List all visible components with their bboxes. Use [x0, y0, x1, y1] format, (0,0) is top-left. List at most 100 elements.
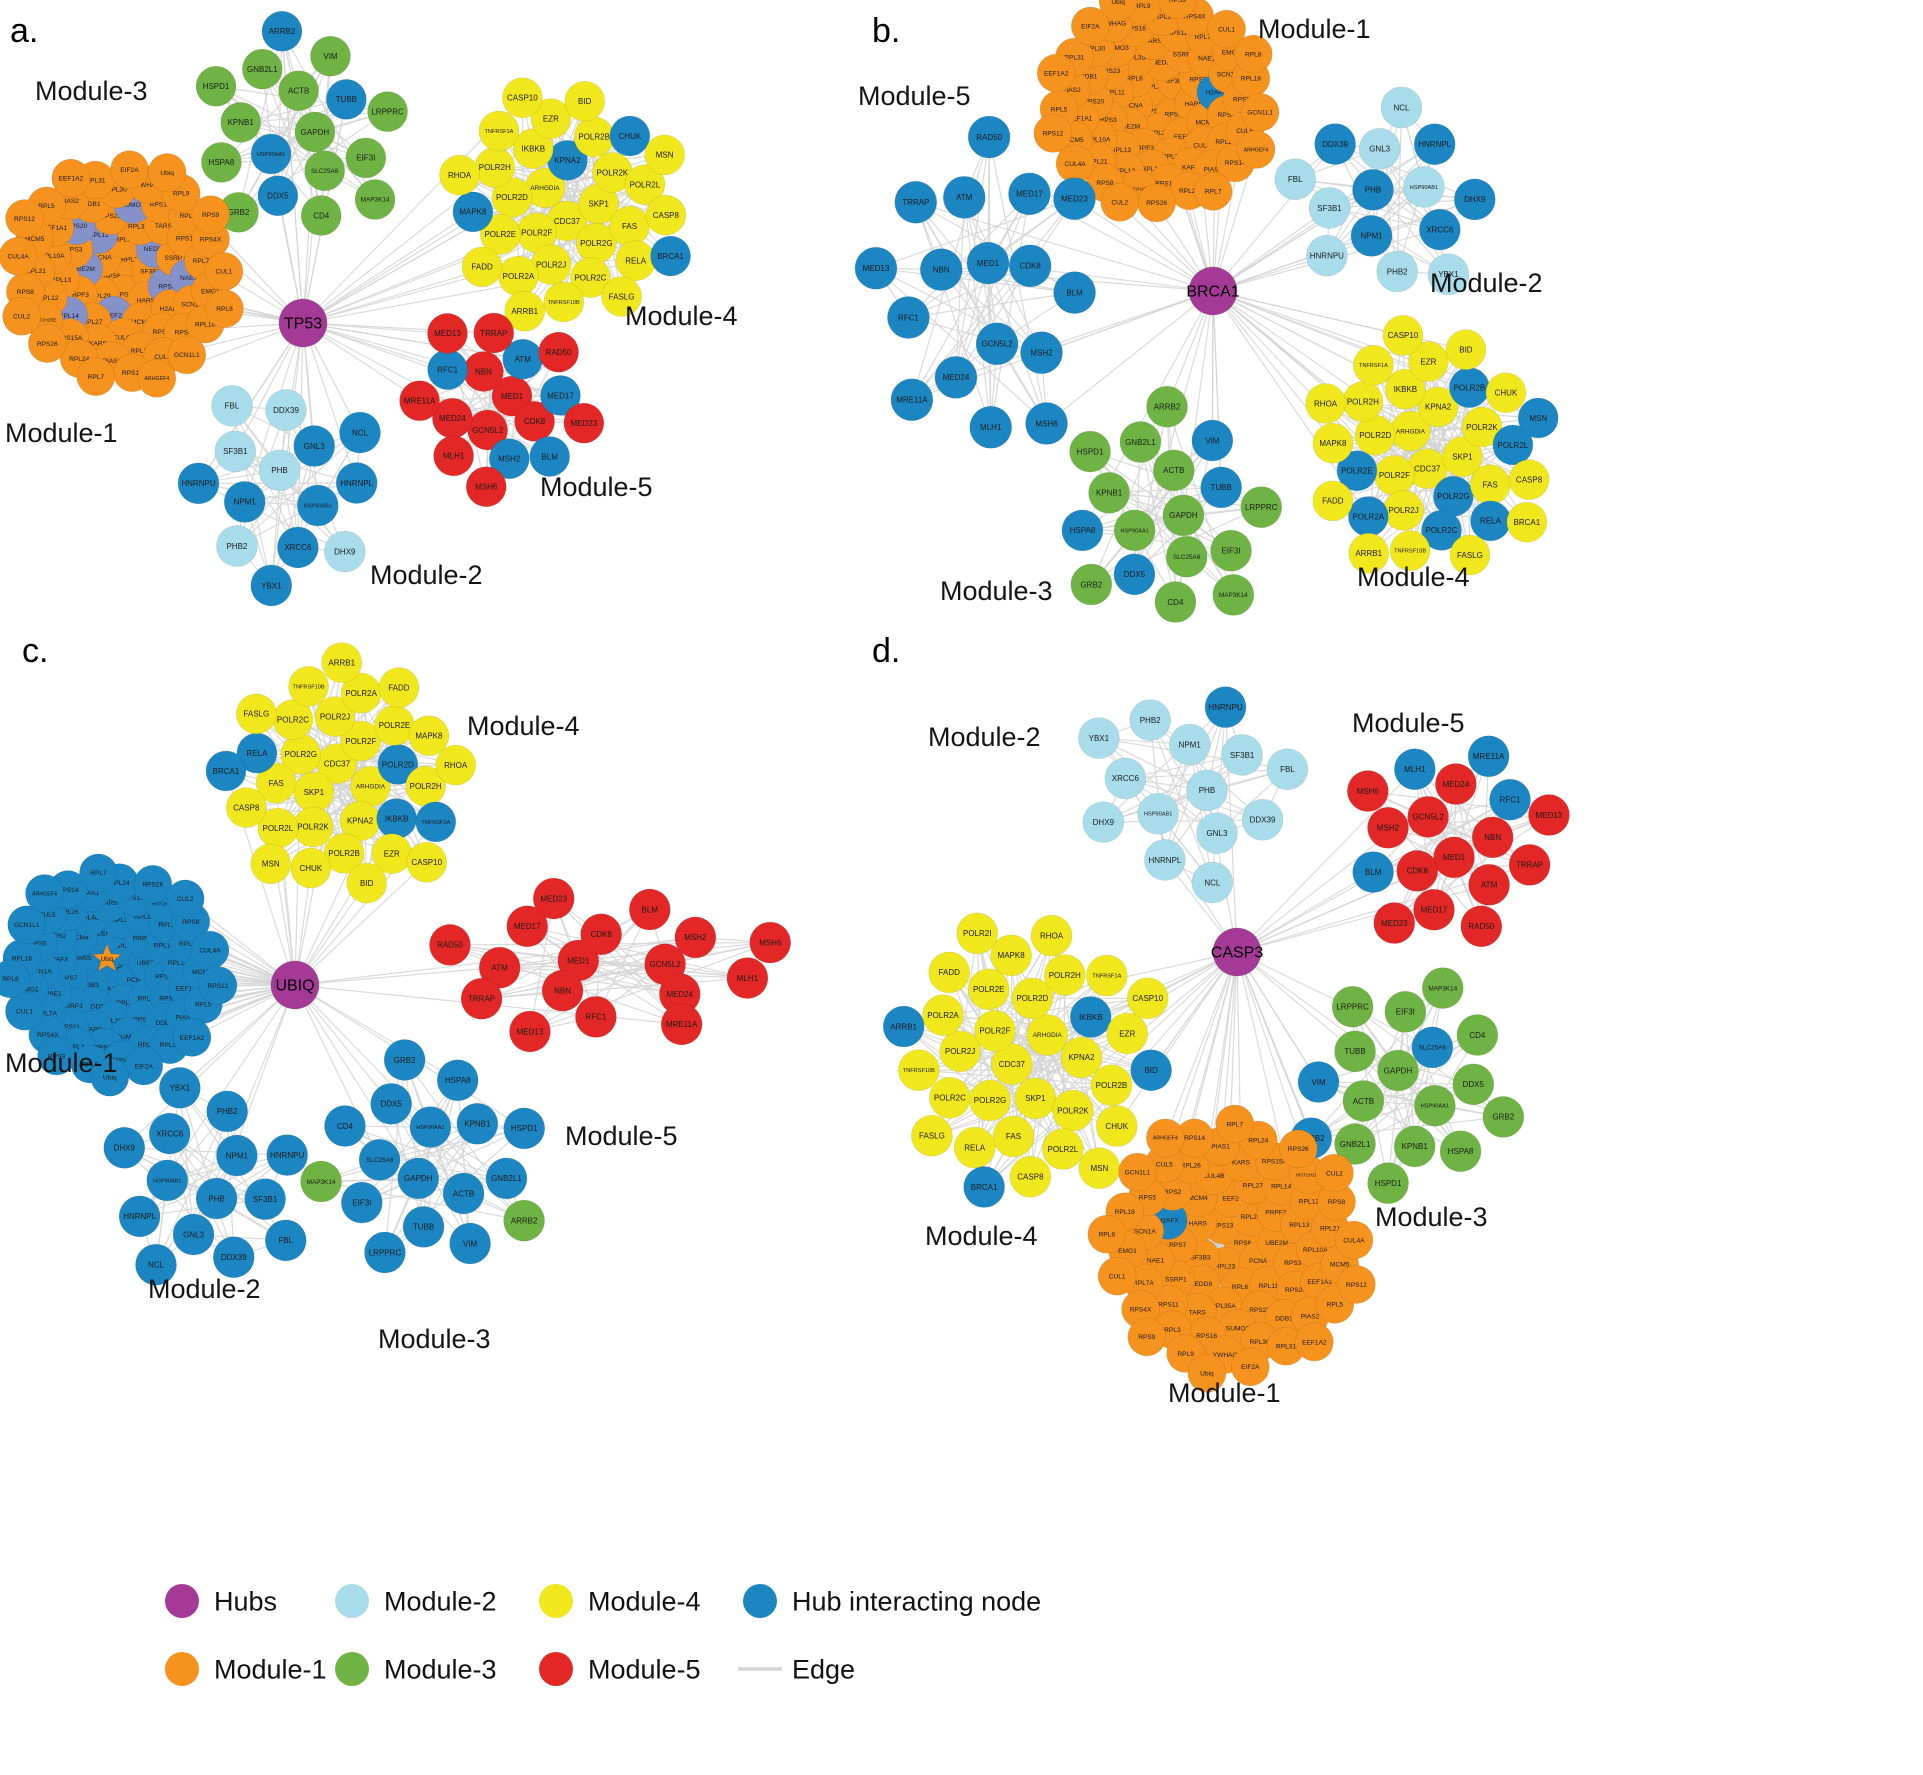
gene-node: [1008, 244, 1052, 288]
gene-label: ARRB1: [328, 658, 355, 667]
edge: [220, 55, 331, 163]
gene-label: CUL4A: [1064, 161, 1086, 168]
gene-label: TNFRSF10B: [548, 300, 580, 306]
gene-label: EZR: [1420, 357, 1436, 366]
gene-label: RPL3: [1164, 1327, 1181, 1334]
gene-label: SUMO3: [121, 202, 145, 209]
gene-label: MCM5: [25, 236, 45, 243]
gene-label: TNFRSF1A: [485, 129, 514, 135]
gene-label: RPL7: [1227, 1121, 1244, 1128]
gene-node: [354, 179, 396, 220]
gene-label: MRE11A: [1473, 752, 1505, 761]
gene-node: [28, 324, 67, 363]
legend-label: Module-2: [384, 1586, 497, 1616]
gene-node: [1348, 532, 1389, 574]
gene-node: [1200, 466, 1242, 509]
gene-node: [177, 462, 220, 505]
gene-label: RPS6: [1144, 108, 1162, 115]
gene-label: EEF2: [105, 312, 122, 319]
gene-node: [1506, 501, 1548, 543]
panel-nodes: PHBHSP90AB1NPM1GNL3XRCC6SF3B1HNRNPLPHB2D…: [872, 632, 1570, 1408]
gene-node: [1358, 128, 1401, 170]
gene-label: POLR2A: [345, 689, 377, 698]
edge: [457, 1080, 471, 1244]
gene-label: HNRNPL: [1418, 140, 1451, 149]
gene-label: HARS: [1189, 1221, 1208, 1228]
edge: [302, 255, 671, 324]
gene-label: SUMO3: [1105, 45, 1129, 52]
gene-label: FASLG: [919, 1132, 945, 1141]
gene-label: CUL4B: [1193, 142, 1215, 149]
gene-label: RPL24: [1179, 188, 1199, 195]
gene-label: MCM5: [1330, 1262, 1350, 1269]
gene-label: RAD50: [546, 348, 572, 357]
gene-node: [1352, 168, 1394, 211]
gene-label: RPS5: [1233, 97, 1251, 104]
gene-label: RPS14: [122, 370, 143, 377]
gene-label: RPS12: [14, 216, 35, 223]
gene-label: RPL5: [1051, 107, 1068, 114]
gene-label: SLC25A6: [366, 1157, 394, 1164]
gene-label: RPL14: [59, 313, 79, 320]
edge: [955, 193, 1031, 378]
gene-label: RPS2: [152, 329, 170, 336]
gene-label: RPL31: [1064, 54, 1084, 61]
gene-node: [1088, 472, 1130, 514]
gene-label: BLM: [1066, 288, 1083, 297]
gene-node: [1212, 574, 1255, 616]
gene-label: MCM4: [131, 319, 151, 326]
gene-label: CUL4A: [199, 947, 221, 954]
gene-label: CASP10: [411, 858, 442, 867]
edge: [875, 267, 1047, 424]
edge: [302, 211, 474, 324]
gene-node: [975, 322, 1019, 366]
gene-label: CUL4A: [7, 254, 29, 261]
gene-node: [326, 79, 367, 120]
module-label: Module-3: [35, 76, 148, 106]
gene-label: GCN1L1: [1247, 110, 1273, 117]
gene-label: FASLG: [1457, 551, 1483, 560]
gene-node: [1403, 166, 1445, 208]
gene-node: [1380, 86, 1423, 129]
gene-label: MED23: [1381, 919, 1408, 928]
gene-label: GAPDH: [301, 128, 330, 137]
gene-label: MED23: [1061, 195, 1088, 204]
gene-label: GCN5L2: [472, 426, 504, 435]
gene-label: SKP1: [1025, 1094, 1046, 1103]
gene-label: ACTB: [1353, 1097, 1374, 1106]
gene-label: MAPK8: [459, 208, 487, 217]
gene-label: RPS20: [1083, 99, 1104, 106]
gene-label: RPS11: [1167, 30, 1188, 37]
gene-label: POLR2F: [979, 1027, 1010, 1036]
gene-label: EIF2A: [120, 167, 139, 174]
gene-node: [1453, 178, 1496, 221]
gene-label: NBN: [933, 265, 950, 274]
gene-label: POLR2G: [1437, 492, 1469, 501]
gene-label: CASP10: [1388, 331, 1419, 340]
module-label: Module-2: [928, 722, 1041, 752]
gene-node: [1308, 187, 1351, 229]
gene-label: HSPA8: [445, 1076, 471, 1085]
gene-label: MRE11A: [666, 1020, 698, 1029]
gene-label: VIM: [323, 52, 338, 61]
gene-label: DDB1: [1080, 73, 1098, 80]
gene-label: RPS9: [1169, 0, 1187, 4]
gene-label: VIM: [1205, 436, 1220, 445]
gene-label: RPL35A: [1125, 54, 1150, 61]
gene-node: [1427, 253, 1470, 296]
edge: [302, 56, 332, 324]
gene-label: GRB2: [1080, 580, 1102, 589]
gene-label: YBX1: [1089, 734, 1110, 743]
legend-swatch-module-2: [335, 1584, 369, 1618]
gene-node: [1417, 386, 1459, 428]
gene-label: RPS7: [158, 283, 176, 290]
gene-node: [1113, 509, 1156, 552]
gene-label: LRPPRC: [371, 107, 404, 116]
gene-label: RPL11: [1105, 89, 1125, 96]
gene-label: POLR2K: [597, 168, 629, 177]
gene-node: [0, 236, 38, 276]
gene-label: RPL27: [82, 319, 102, 326]
gene-label: CUL5: [154, 354, 171, 361]
edge: [234, 322, 304, 452]
